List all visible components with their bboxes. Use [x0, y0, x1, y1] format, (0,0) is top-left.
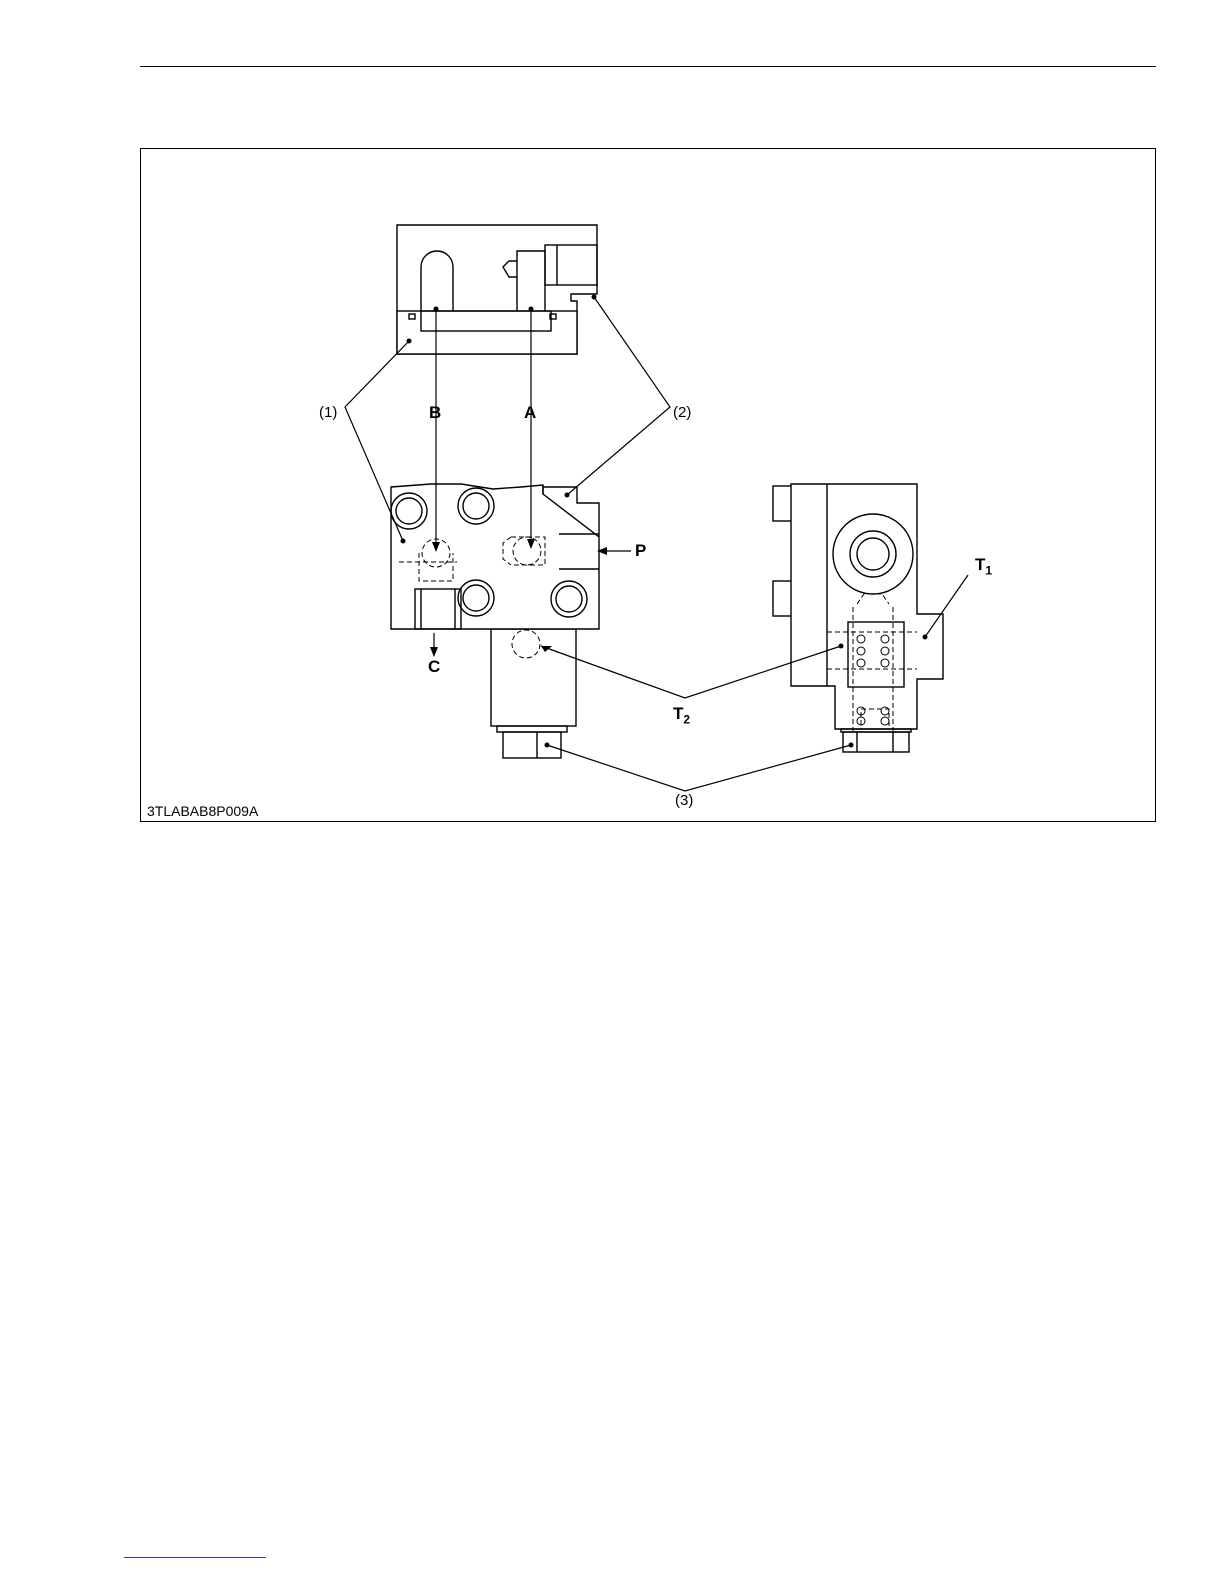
- port-t1-label: T1: [975, 555, 992, 577]
- port-a-label: A: [524, 403, 536, 423]
- front-view: [391, 484, 599, 758]
- callout-2: (2): [673, 404, 691, 421]
- side-view: [773, 484, 943, 752]
- figure-frame: (1) (2) (3) B A C P T1 T2 3TLABAB8P009A: [140, 148, 1156, 822]
- port-b-label: B: [429, 403, 441, 423]
- figure-code: 3TLABAB8P009A: [147, 803, 258, 819]
- port-c-label: C: [428, 657, 440, 677]
- footer-link-underline[interactable]: [124, 1557, 266, 1558]
- callout-3: (3): [675, 792, 693, 809]
- header-rule: [140, 66, 1156, 67]
- port-p-label: P: [635, 541, 646, 561]
- callout-1: (1): [319, 404, 337, 421]
- top-view: [397, 225, 597, 354]
- valve-diagram: [141, 149, 1155, 821]
- port-t2-label: T2: [673, 704, 690, 726]
